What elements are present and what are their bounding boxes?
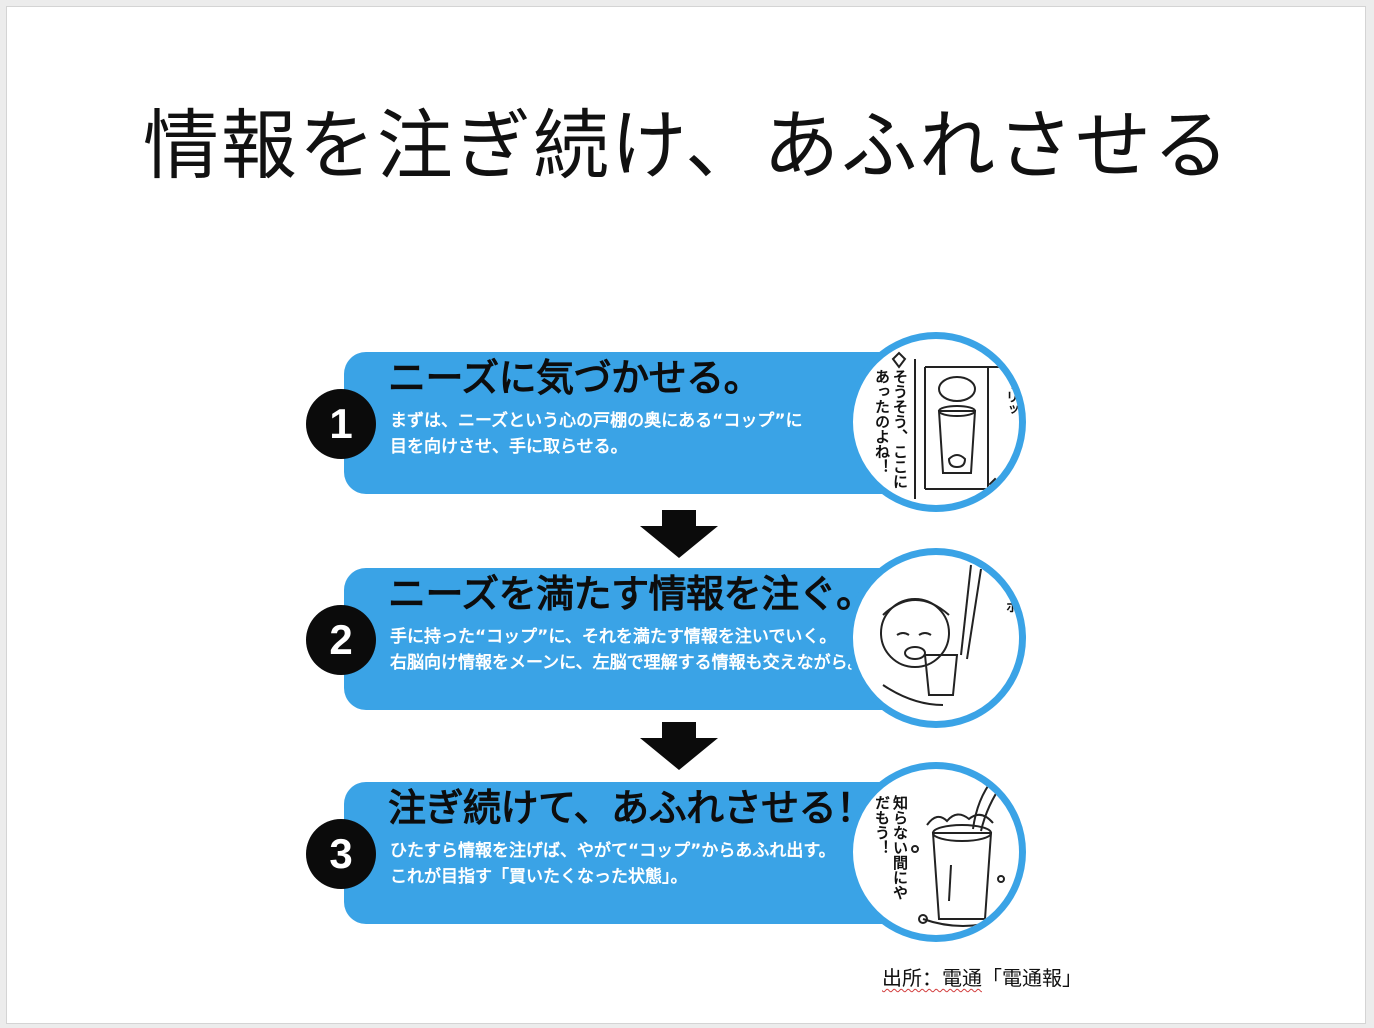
step-description-line: まずは、ニーズという心の戸棚の奥にある“コップ”に xyxy=(390,411,803,431)
step-description-line: 目を向けさせ、手に取らせる。 xyxy=(390,437,628,457)
illustration-circle: ドボドボ xyxy=(846,548,1026,728)
slide-title: 情報を注ぎ続け、あふれさせる xyxy=(142,101,1232,190)
step-2: 2 ニーズを満たす情報を注ぐ。 手に持った“コップ”に、それを満たす情報を注いで… xyxy=(306,548,1066,738)
step-heading: ニーズに気づかせる。 xyxy=(388,356,762,400)
step-heading: 注ぎ続けて、あふれさせる！ xyxy=(388,786,874,830)
sound-effect-text: ドボドボ xyxy=(1003,561,1018,613)
sound-effect-text: ガラーリッ xyxy=(1003,351,1018,416)
cupboard-illustration xyxy=(891,351,1003,499)
down-arrow-icon xyxy=(640,722,718,770)
source-citation: 出所：電通「電通報」 xyxy=(882,962,1082,991)
step-number-badge: 2 xyxy=(306,605,376,675)
step-description-line: 右脳向け情報をメーンに、左脳で理解する情報も交えながら。 xyxy=(390,653,865,673)
step-description-line: 手に持った“コップ”に、それを満たす情報を注いでいく。 xyxy=(390,627,837,647)
down-arrow-icon xyxy=(640,510,718,558)
step-heading: ニーズを満たす情報を注ぐ。 xyxy=(388,572,874,616)
speech-text: そうそう、ここにあったのよね！ xyxy=(873,369,909,489)
step-3: 3 注ぎ続けて、あふれさせる！ ひたすら情報を注げば、やがて“コップ”からあふれ… xyxy=(306,762,1066,952)
overflowing-cup-illustration xyxy=(911,778,1005,927)
source-label: 出所：電通 xyxy=(882,966,982,990)
step-description: 手に持った“コップ”に、それを満たす情報を注いでいく。 右脳向け情報をメーンに、… xyxy=(390,624,865,676)
illustration-circle: 知らない間にやだもう！ xyxy=(846,762,1026,942)
step-description-line: これが目指す「買いたくなった状態」。 xyxy=(390,867,688,887)
step-number-badge: 3 xyxy=(306,819,376,889)
speech-text: 知らない間にやだもう！ xyxy=(873,795,909,900)
step-description-line: ひたすら情報を注げば、やがて“コップ”からあふれ出す。 xyxy=(390,841,836,861)
illustration-circle: そうそう、ここにあったのよね！ ガラーリッ xyxy=(846,332,1026,512)
step-description: ひたすら情報を注げば、やがて“コップ”からあふれ出す。 これが目指す「買いたくな… xyxy=(390,838,836,890)
source-title: 「電通報」 xyxy=(982,966,1082,990)
step-description: まずは、ニーズという心の戸棚の奥にある“コップ”に 目を向けさせ、手に取らせる。 xyxy=(390,408,803,460)
pouring-illustration xyxy=(880,564,982,706)
step-1: 1 ニーズに気づかせる。 まずは、ニーズという心の戸棚の奥にある“コップ”に 目… xyxy=(306,332,1066,522)
step-number-badge: 1 xyxy=(306,389,376,459)
